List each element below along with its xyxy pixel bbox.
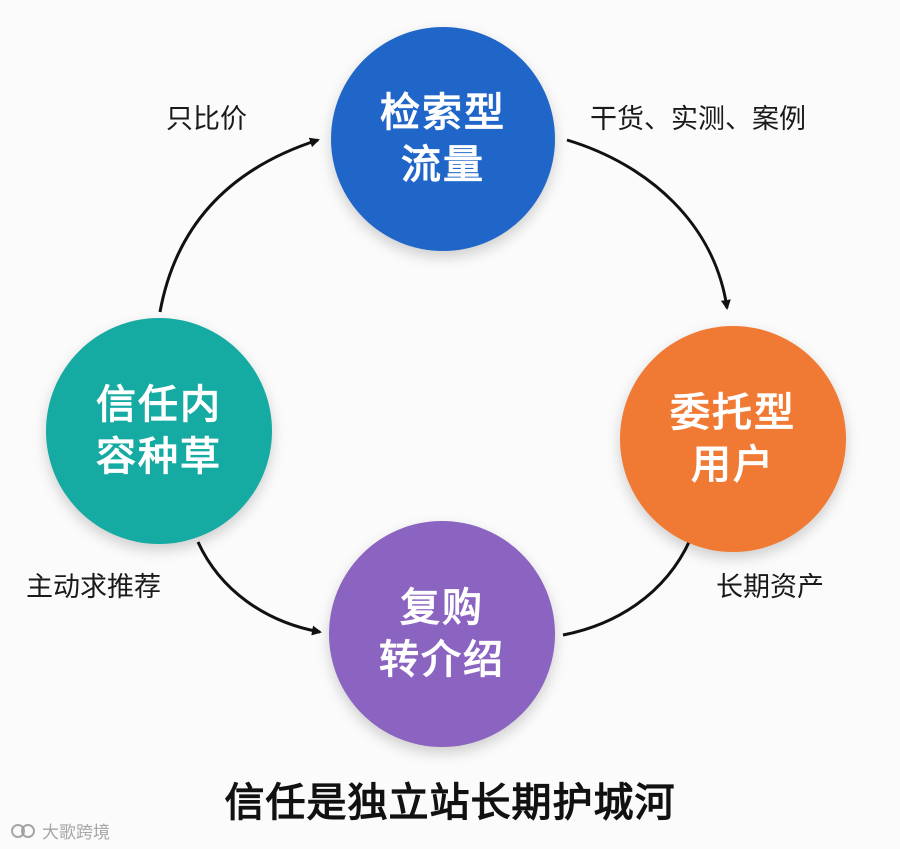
node-search-traffic-line1: 检索型 [380,90,506,136]
watermark-logo-icon [11,823,35,838]
node-repurchase-referral-line1: 复购 [400,585,484,631]
node-trust-content: 信任内 容种草 [46,318,272,544]
arrow-top-to-right [566,138,731,310]
node-repurchase-referral-line2: 转介绍 [379,637,505,683]
node-trust-content-line1: 信任内 [96,382,222,428]
watermark: 大歌跨境 [10,818,110,843]
arrow-left-to-top [158,137,320,313]
node-repurchase-referral: 复购 转介绍 [329,521,555,747]
arrow-right-to-bottom [562,539,692,637]
node-delegated-users-line2: 用户 [691,442,775,488]
node-delegated-users-line1: 委托型 [670,390,796,436]
watermark-text: 大歌跨境 [42,823,110,843]
node-search-traffic: 检索型 流量 [331,27,555,251]
edge-label-top-to-right: 干货、实测、案例 [590,104,806,135]
node-search-traffic-line2: 流量 [401,142,485,188]
edge-label-left-to-bottom: 主动求推荐 [26,572,161,603]
arrow-left-to-bottom [196,541,322,636]
diagram-caption: 信任是独立站长期护城河 [224,780,676,826]
node-delegated-users: 委托型 用户 [620,326,846,552]
edge-label-left-to-top: 只比价 [166,104,247,135]
edge-label-right-to-bottom: 长期资产 [716,572,824,603]
node-trust-content-line2: 容种草 [96,434,222,480]
